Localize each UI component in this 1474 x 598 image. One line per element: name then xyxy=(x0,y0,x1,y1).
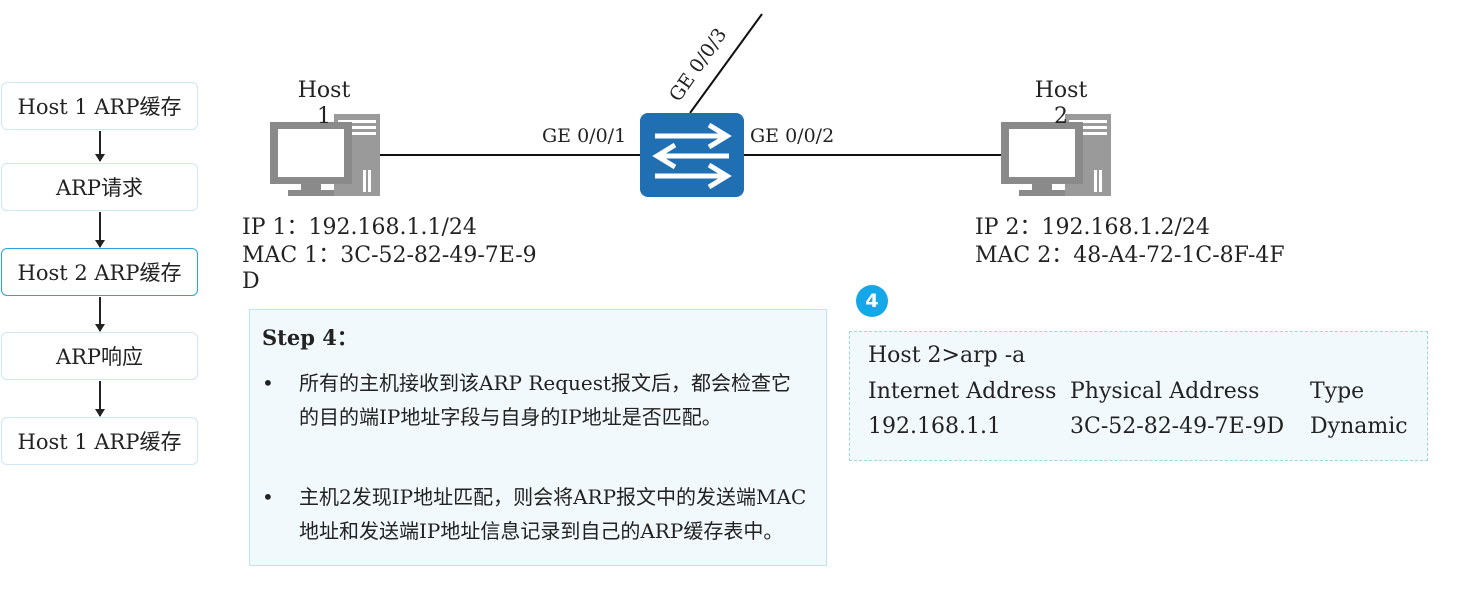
column-header-internet-address: Internet Address xyxy=(868,379,1057,404)
host1-ip: IP 1：192.168.1.1/24 xyxy=(242,215,477,240)
arp-entry-ip: 192.168.1.1 xyxy=(868,414,1001,439)
terminal-command: Host 2>arp -a xyxy=(868,343,1026,368)
step-description-panel: Step 4： • 所有的主机接收到该ARP Request报文后，都会检查它的… xyxy=(249,309,827,566)
arp-entry-type: Dynamic xyxy=(1310,414,1408,439)
flow-step-host2-cache: Host 2 ARP缓存 xyxy=(1,248,198,296)
host2-computer-icon xyxy=(1001,114,1111,196)
arp-table-panel: Host 2>arp -a Internet Address Physical … xyxy=(849,331,1428,461)
flow-arrow xyxy=(95,212,105,248)
host1-mac: MAC 1：3C-52-82-49-7E-9D xyxy=(242,243,537,294)
flow-step-host1-cache: Host 1 ARP缓存 xyxy=(1,82,198,130)
step-bullet-text: 所有的主机接收到该ARP Request报文后，都会检查它的目的端IP地址字段与… xyxy=(299,371,792,429)
host1-computer-icon xyxy=(270,114,380,196)
flow-step-host1-cache-final: Host 1 ARP缓存 xyxy=(1,417,198,465)
column-header-type: Type xyxy=(1310,379,1365,404)
flow-step-arp-request: ARP请求 xyxy=(1,163,198,211)
port-label-ge002: GE 0/0/2 xyxy=(750,125,835,147)
bullet-dot: • xyxy=(262,371,274,395)
flow-arrow xyxy=(95,131,105,162)
flow-arrow xyxy=(95,381,105,417)
host2-mac: MAC 2：48-A4-72-1C-8F-4F xyxy=(975,243,1285,268)
switch-icon xyxy=(640,113,744,197)
step-title: Step 4： xyxy=(262,325,358,350)
port-label-ge001: GE 0/0/1 xyxy=(542,125,627,147)
host2-label: Host 2 xyxy=(1034,78,1088,129)
arp-entry-mac: 3C-52-82-49-7E-9D xyxy=(1070,414,1285,439)
host1-label: Host 1 xyxy=(297,78,351,129)
step-number-badge: 4 xyxy=(856,285,888,317)
flow-arrow xyxy=(95,297,105,332)
column-header-physical-address: Physical Address xyxy=(1070,379,1260,404)
host2-ip: IP 2：192.168.1.2/24 xyxy=(975,215,1210,240)
flow-step-arp-reply: ARP响应 xyxy=(1,332,198,380)
step-bullet-text: 主机2发现IP地址匹配，则会将ARP报文中的发送端MAC地址和发送端IP地址信息… xyxy=(299,485,807,543)
bullet-dot: • xyxy=(262,485,274,509)
